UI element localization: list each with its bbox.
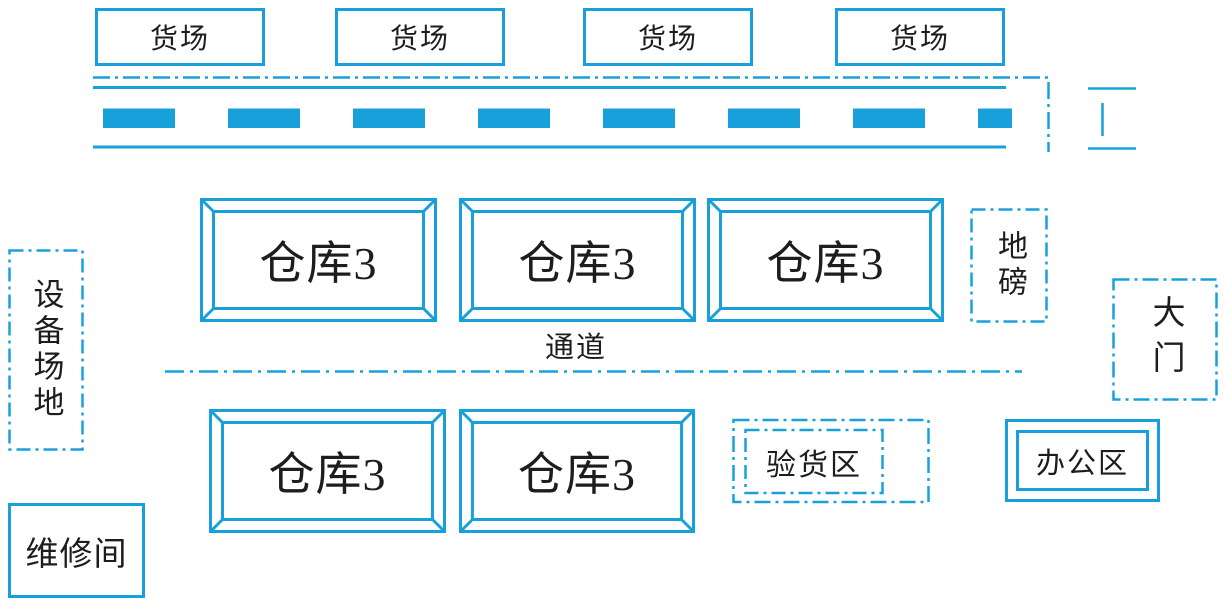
equipment-area-label: 设备场地 [28,278,64,422]
freight-yard-box-3: 货场 [583,8,753,66]
loading-platform [353,108,425,128]
equipment-area-box [8,249,84,451]
weighbridge-label: 地磅 [993,229,1026,302]
gate-label: 大门 [1147,294,1183,385]
aisle-label: 通道 [544,332,607,364]
inspection-area-inner-box [744,428,884,495]
loading-platform [228,108,300,128]
loading-platform [603,108,675,128]
inspection-area-outer-box [732,418,930,504]
warehouse-label: 仓库3 [268,449,387,500]
gate-box [1112,278,1218,401]
freight-yard-label: 货场 [889,24,950,55]
freight-yard-box-2: 货场 [335,8,505,66]
freight-yard-label: 货场 [389,24,450,55]
warehouse-box-top-2: 仓库3 [459,198,696,322]
loading-platform [728,108,800,128]
office-area-label: 办公区 [1035,447,1129,480]
freight-yard-box-1: 货场 [95,8,265,66]
office-area-inner-box: 办公区 [1016,430,1149,491]
freight-yard-label: 货场 [637,24,698,55]
warehouse-label: 仓库3 [766,238,885,289]
office-area-box: 办公区 [1005,419,1160,502]
buffer-stop-icon [1088,87,1136,150]
loading-platform [103,108,175,128]
warehouse-box-bottom-1: 仓库3 [209,409,446,533]
inspection-area-label: 验货区 [766,448,862,482]
loading-platforms [103,108,1012,128]
repair-room-box: 维修间 [8,503,145,598]
repair-room-label: 维修间 [25,536,128,573]
weighbridge-box [970,208,1048,323]
warehouse-frame-icon [209,409,446,533]
warehouse-box-top-1: 仓库3 [200,198,437,322]
freight-yard-label: 货场 [149,24,210,55]
freight-yard-box-4: 货场 [835,8,1005,66]
warehouse-label: 仓库3 [518,449,636,500]
loading-platform [978,108,1012,128]
warehouse-box-top-3: 仓库3 [707,198,944,322]
warehouse-frame-icon [459,198,696,322]
loading-platform [478,108,550,128]
warehouse-frame-icon [200,198,437,322]
warehouse-frame-icon [459,409,695,533]
rail-boundary-dashdot-line [93,76,1050,152]
warehouse-box-bottom-2: 仓库3 [459,409,695,533]
loading-platform [853,108,925,128]
warehouse-frame-icon [707,198,944,322]
warehouse-label: 仓库3 [259,238,378,289]
warehouse-label: 仓库3 [518,238,637,289]
